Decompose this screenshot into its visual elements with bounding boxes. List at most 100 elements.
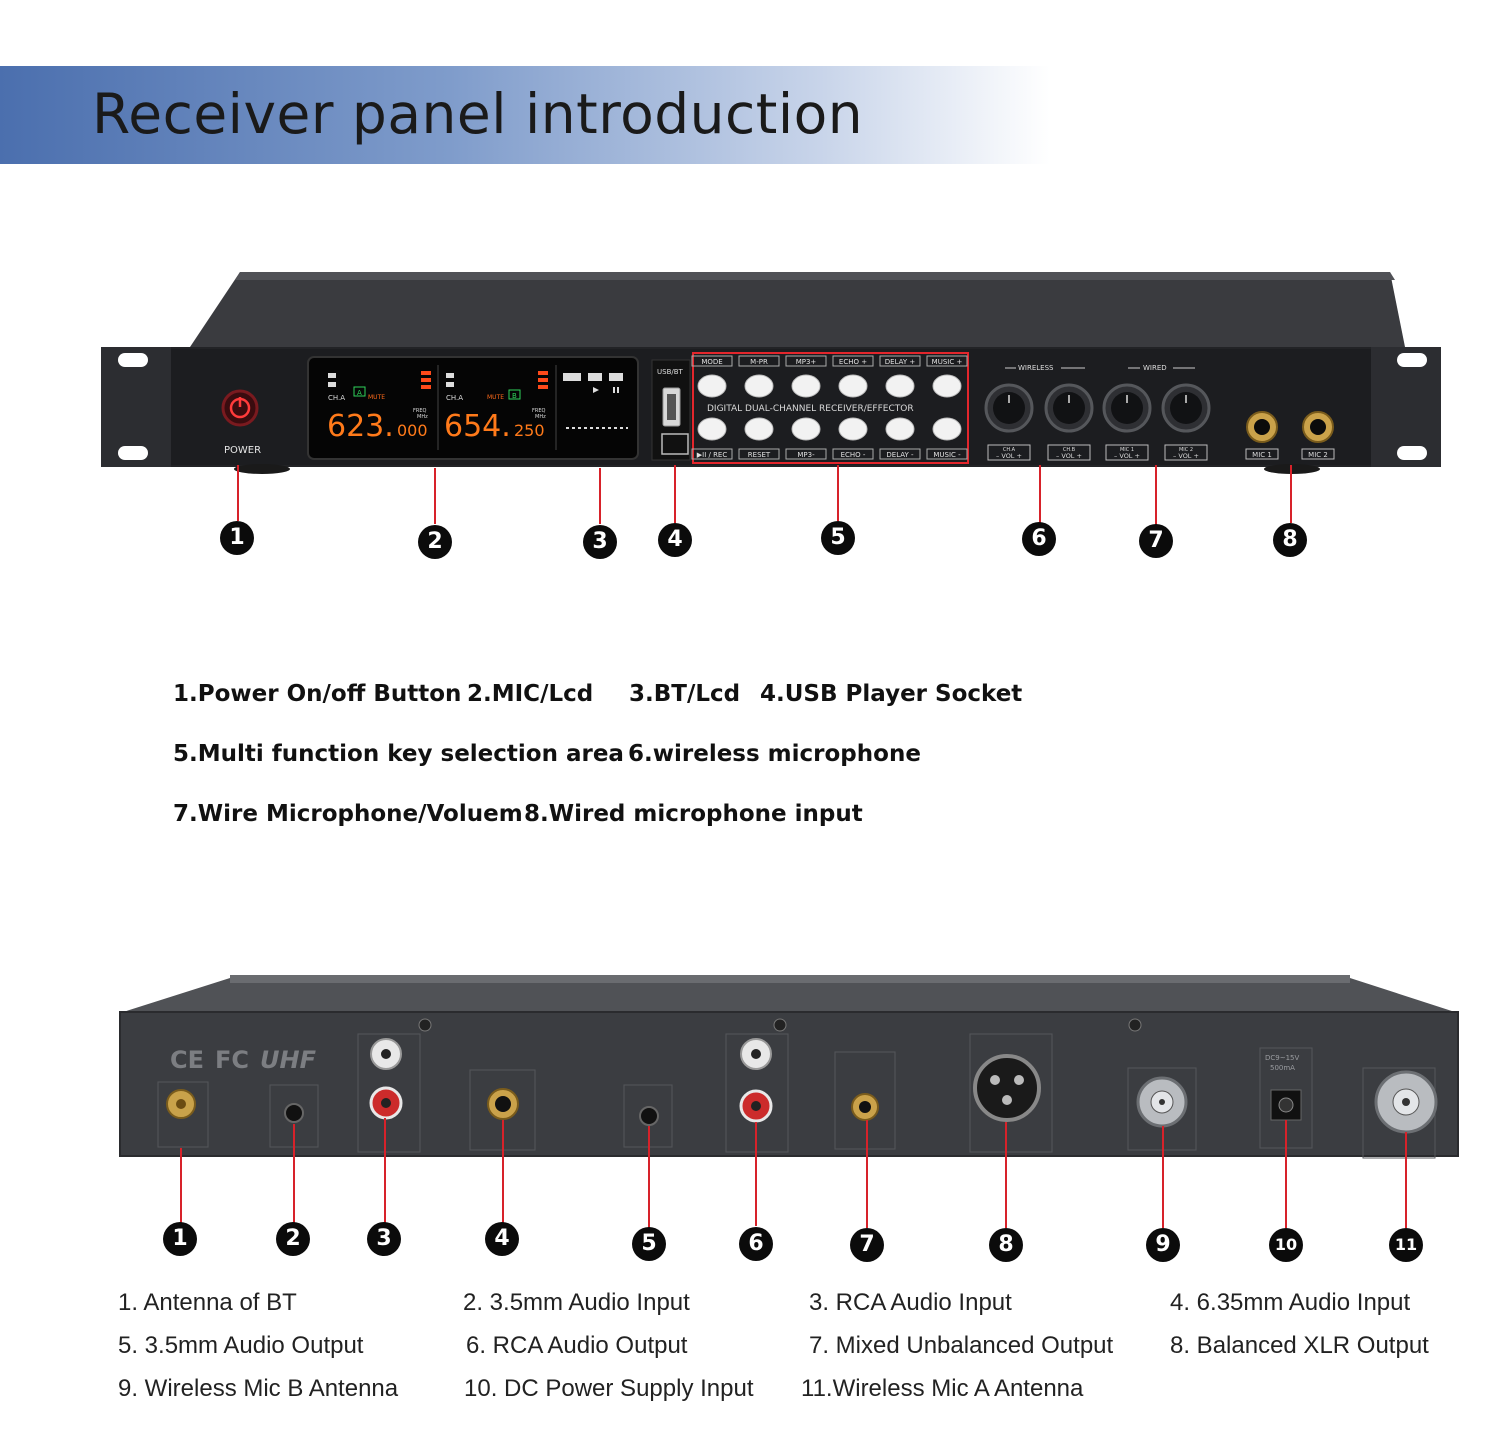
- bottom-key-label-frame: [691, 448, 733, 460]
- knob-label-frame: [1164, 444, 1208, 461]
- back-leader-3: [384, 1118, 386, 1224]
- bottom-key-label: MP3-: [797, 451, 815, 459]
- bottom-key-button[interactable]: [885, 417, 915, 441]
- mic-jack-label: MIC 1: [1252, 451, 1272, 459]
- back-panel: CE FC UHF DC9~15V 500mA: [119, 975, 1459, 1159]
- lcd-ch-a-2: CH.A: [446, 394, 463, 402]
- top-key-button[interactable]: [838, 374, 868, 398]
- knob-vol-label: – VOL +: [996, 452, 1022, 460]
- knob-name-label: MIC 1: [1120, 447, 1134, 453]
- front-legend-6: 6.wireless microphone: [628, 741, 921, 767]
- front-callout-6: 6: [1022, 522, 1056, 556]
- back-callout-4: 4: [485, 1222, 519, 1256]
- lcd-freq-2: FREQ: [532, 408, 546, 414]
- front-callout-2: 2: [418, 525, 452, 559]
- front-callout-3: 3: [583, 525, 617, 559]
- back-legend-7: 7. Mixed Unbalanced Output: [809, 1332, 1114, 1359]
- lcd-freq-b-main: 654.: [444, 409, 511, 444]
- knob-vol-label: – VOL +: [1173, 452, 1199, 460]
- power-button[interactable]: [221, 389, 259, 427]
- wired-label: WIRED: [1143, 364, 1167, 372]
- back-leader-7: [866, 1120, 868, 1228]
- top-key-label-frame: [785, 355, 827, 367]
- front-callout-1: 1: [220, 521, 254, 555]
- top-key-button[interactable]: [932, 374, 962, 398]
- back-callout-11: 11: [1389, 1228, 1423, 1262]
- fc-logo: FC: [215, 1046, 249, 1074]
- lcd-ant-b: B: [512, 392, 517, 400]
- aux-input-jack[interactable]: [284, 1103, 304, 1123]
- panel-caption: DIGITAL DUAL-CHANNEL RECEIVER/EFFECTOR: [707, 404, 914, 414]
- top-key-label-frame: [879, 355, 921, 367]
- back-legend-10: 10. DC Power Supply Input: [464, 1375, 754, 1402]
- bottom-key-label: MUSIC -: [933, 451, 961, 459]
- aux-output-jack[interactable]: [639, 1106, 659, 1126]
- back-leader-8: [1005, 1122, 1007, 1228]
- front-legend-5: 5.Multi function key selection area: [173, 741, 624, 767]
- back-callout-2: 2: [276, 1222, 310, 1256]
- bottom-key-label: DELAY -: [886, 451, 914, 459]
- bottom-key-button[interactable]: [838, 417, 868, 441]
- top-key-button[interactable]: [791, 374, 821, 398]
- bottom-key-button[interactable]: [791, 417, 821, 441]
- lcd-freq-a-main: 623.: [327, 409, 394, 444]
- bottom-key-button[interactable]: [697, 417, 727, 441]
- front-leader-8: [1290, 465, 1292, 523]
- top-key-label-frame: [691, 355, 733, 367]
- front-leader-3: [599, 468, 601, 524]
- front-callout-4: 4: [658, 523, 692, 557]
- front-callout-8: 8: [1273, 523, 1307, 557]
- mic-jack-label: MIC 2: [1308, 451, 1328, 459]
- front-legend-3: 3.BT/Lcd: [629, 681, 741, 707]
- back-callout-7: 7: [850, 1228, 884, 1262]
- mic-jack-label-frame: [1245, 448, 1279, 460]
- mic-jack-label-frame: [1301, 448, 1335, 460]
- back-leader-5: [648, 1126, 650, 1228]
- knob-name-label: MIC 2: [1179, 447, 1193, 453]
- xlr-output-connector[interactable]: [973, 1054, 1041, 1122]
- top-key-button[interactable]: [697, 374, 727, 398]
- lcd-mhz-1: MHz: [417, 414, 428, 420]
- lcd-mhz-2: MHz: [535, 414, 546, 420]
- back-callout-8: 8: [989, 1228, 1023, 1262]
- bottom-key-button[interactable]: [744, 417, 774, 441]
- bottom-key-label-frame: [832, 448, 874, 460]
- front-leader-5: [837, 465, 839, 521]
- lcd-freq-b-dec: 250: [514, 421, 545, 440]
- bottom-key-label: RESET: [748, 451, 771, 459]
- back-legend-4: 4. 6.35mm Audio Input: [1170, 1289, 1411, 1316]
- top-key-label: DELAY +: [885, 358, 916, 366]
- back-legend-1: 1. Antenna of BT: [118, 1289, 297, 1316]
- back-legend-6: 6. RCA Audio Output: [466, 1332, 688, 1359]
- knob-vol-label: – VOL +: [1056, 452, 1082, 460]
- bottom-key-button[interactable]: [932, 417, 962, 441]
- back-leader-2: [293, 1124, 295, 1224]
- front-leader-7: [1155, 465, 1157, 525]
- top-key-button[interactable]: [885, 374, 915, 398]
- back-callout-5: 5: [632, 1227, 666, 1261]
- usb-label: USB/BT: [657, 368, 684, 376]
- back-leader-4: [502, 1120, 504, 1224]
- bottom-key-label-frame: [738, 448, 780, 460]
- top-key-button[interactable]: [744, 374, 774, 398]
- back-legend-3: 3. RCA Audio Input: [809, 1289, 1012, 1316]
- top-key-label: M-PR: [750, 358, 768, 366]
- back-legend-2: 2. 3.5mm Audio Input: [463, 1289, 690, 1316]
- lcd-mute-2: MUTE: [487, 394, 504, 401]
- back-callout-1: 1: [163, 1222, 197, 1256]
- front-leader-2: [434, 468, 436, 524]
- back-leader-9: [1162, 1126, 1164, 1228]
- bottom-key-label-frame: [926, 448, 968, 460]
- lcd-freq-a-dec: 000: [397, 421, 428, 440]
- power-label: POWER: [224, 445, 261, 456]
- lcd-freq-1: FREQ: [413, 408, 427, 414]
- back-leader-6: [755, 1122, 757, 1226]
- back-callout-10: 10: [1269, 1228, 1303, 1262]
- back-legend-11: 11.Wireless Mic A Antenna: [801, 1375, 1084, 1402]
- top-key-label: ECHO +: [839, 358, 867, 366]
- lcd-ant-a: A: [357, 389, 362, 397]
- top-key-label: MP3+: [796, 358, 817, 366]
- knob-name-label: CH.A: [1003, 447, 1016, 453]
- lcd-mute-1: MUTE: [368, 394, 385, 401]
- back-leader-10: [1285, 1120, 1287, 1228]
